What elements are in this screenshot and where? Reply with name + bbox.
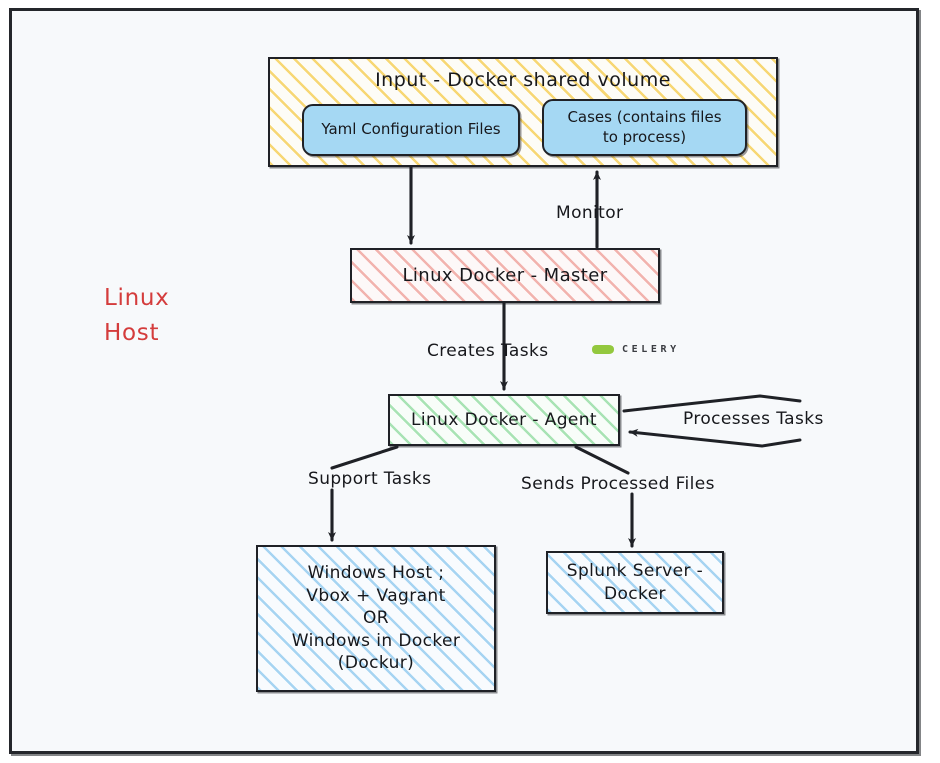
yaml-configuration-files-node[interactable]: Yaml Configuration Files: [302, 104, 520, 156]
edge-label-creates-tasks: Creates Tasks: [427, 341, 549, 361]
edge-label-processes-tasks: Processes Tasks: [683, 409, 824, 429]
windows-host-label: Windows Host ; Vbox + Vagrant OR Windows…: [291, 563, 461, 674]
edge-label-support-tasks: Support Tasks: [308, 469, 432, 489]
linux-docker-agent-label: Linux Docker - Agent: [411, 409, 597, 430]
windows-host-node[interactable]: Windows Host ; Vbox + Vagrant OR Windows…: [256, 545, 496, 692]
celery-badge: CELERY: [592, 344, 680, 355]
edge-label-monitor: Monitor: [556, 203, 624, 223]
splunk-server-label: Splunk Server - Docker: [566, 561, 704, 604]
linux-host-annotation: Linux Host: [104, 285, 170, 346]
celery-wordmark: CELERY: [622, 344, 680, 355]
celery-logo-icon: [592, 345, 614, 354]
cases-node[interactable]: Cases (contains files to process): [542, 99, 747, 156]
linux-docker-master-label: Linux Docker - Master: [402, 264, 608, 286]
input-shared-volume-container: Input - Docker shared volume Yaml Config…: [268, 57, 778, 167]
input-container-title: Input - Docker shared volume: [375, 69, 671, 91]
linux-docker-master-node[interactable]: Linux Docker - Master: [350, 248, 660, 303]
splunk-server-node[interactable]: Splunk Server - Docker: [546, 551, 724, 614]
edge-label-sends-processed-files: Sends Processed Files: [521, 474, 715, 494]
linux-docker-agent-node[interactable]: Linux Docker - Agent: [388, 394, 620, 446]
